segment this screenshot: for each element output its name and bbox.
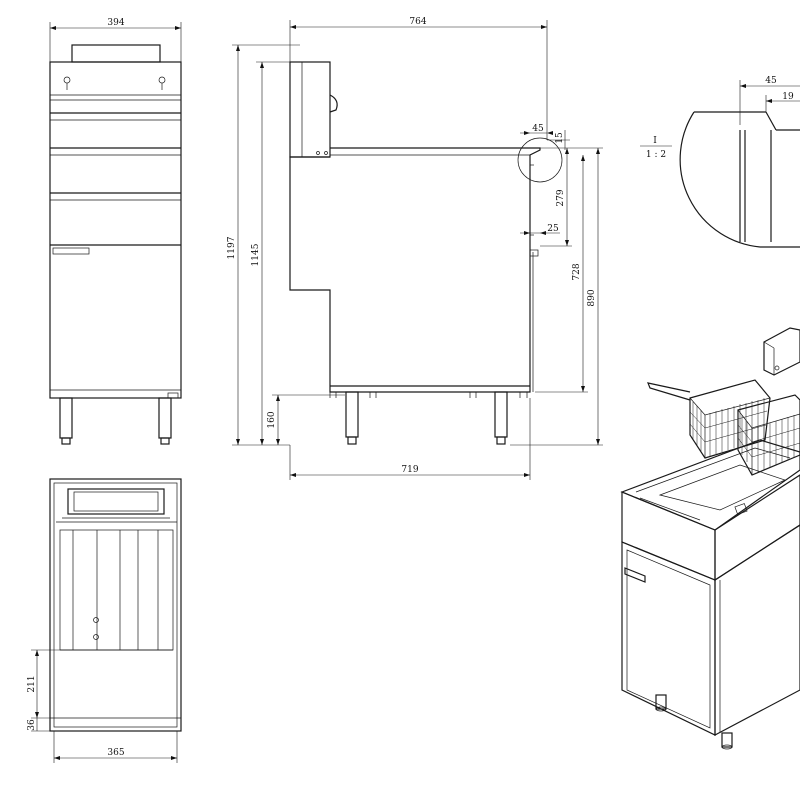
dimension-label-279: 279 <box>556 189 566 206</box>
dimension-label-890: 890 <box>587 289 597 306</box>
side-view: 764 1197 1145 160 <box>227 17 603 480</box>
dimension-label-45-large: 45 <box>765 76 777 86</box>
door-handle <box>52 247 90 255</box>
front-view: 394 <box>49 18 182 445</box>
side-body <box>289 147 541 393</box>
dimension-label-1197: 1197 <box>227 236 237 259</box>
hook-icon <box>158 76 166 84</box>
iso-flue <box>763 327 800 376</box>
dimension-label-394: 394 <box>107 18 124 28</box>
leg <box>494 391 508 438</box>
hook-icon <box>774 365 780 371</box>
top-flue <box>67 488 165 515</box>
dimension-label-728: 728 <box>572 263 582 280</box>
isometric-view <box>620 327 800 750</box>
hook-icon <box>63 76 71 84</box>
dimension-label-45-small: 45 <box>532 124 544 134</box>
detail-scale: 1 : 2 <box>646 150 666 160</box>
detail-circle <box>517 137 563 183</box>
detail-letter: I <box>653 136 657 146</box>
leg <box>721 732 733 748</box>
top-view-outline <box>49 478 182 732</box>
dimension-label-211: 211 <box>27 675 37 692</box>
side-flue <box>289 61 331 158</box>
iso-door <box>621 541 716 736</box>
leg <box>158 397 172 439</box>
leg <box>345 391 359 438</box>
iso-door-handle <box>624 567 646 583</box>
dimension-label-36: 36 <box>27 719 37 731</box>
dimension-label-160: 160 <box>267 411 277 428</box>
leg <box>59 397 73 439</box>
dimension-label-719: 719 <box>401 465 418 475</box>
dimension-label-25: 25 <box>547 224 559 234</box>
detail-view: I 1 : 2 45 19 <box>640 76 800 248</box>
dimension-label-365: 365 <box>107 748 124 758</box>
dimension-label-19: 19 <box>782 92 794 102</box>
dimension-label-764: 764 <box>409 17 426 27</box>
top-view: 211 36 365 <box>27 478 182 763</box>
dimension-label-1145: 1145 <box>251 243 261 266</box>
dimension-label-15: 15 <box>555 132 565 144</box>
side-handle <box>329 94 338 113</box>
flue <box>71 44 161 63</box>
tank <box>59 529 174 651</box>
fry-basket <box>737 394 800 476</box>
leg <box>655 694 667 710</box>
front-body <box>49 61 182 399</box>
detail-circle-large <box>679 111 761 248</box>
